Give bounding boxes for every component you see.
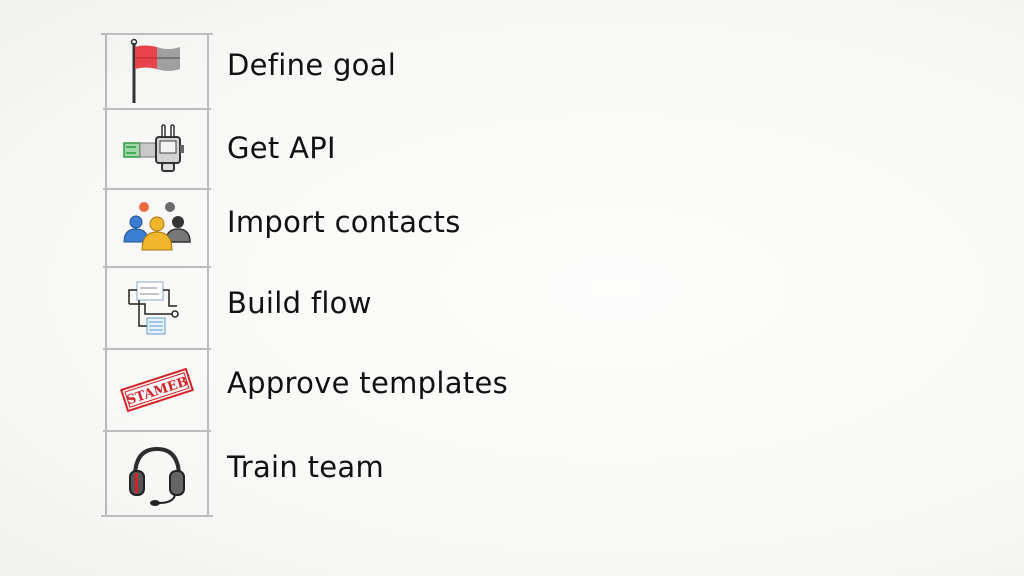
step-6-icon-cell — [107, 432, 207, 515]
stamp-icon: STAMEB — [120, 367, 194, 413]
step-1-icon-cell — [107, 35, 207, 109]
headset-icon — [129, 446, 185, 506]
people-group-icon — [123, 202, 191, 251]
step-5-icon-cell: STAMEB — [107, 350, 207, 430]
row-divider — [103, 348, 211, 350]
step-2-label: Get API — [227, 131, 336, 165]
step-2-icon-cell — [107, 110, 207, 188]
step-3-label: Import contacts — [227, 205, 461, 239]
row-divider — [103, 266, 211, 268]
step-3-icon-cell — [107, 190, 207, 266]
stamp-text: STAMEB — [125, 374, 190, 408]
flag-icon — [130, 38, 180, 103]
step-5-label: Approve templates — [227, 366, 509, 400]
step-1-label: Define goal — [227, 48, 397, 82]
row-divider — [103, 430, 211, 432]
step-4-label: Build flow — [227, 286, 372, 320]
steps-icon-column: STAMEB — [101, 33, 213, 517]
step-6-label: Train team — [227, 450, 385, 484]
flowchart-icon — [128, 281, 179, 335]
plug-icon — [123, 124, 184, 172]
row-divider — [103, 108, 211, 110]
step-4-icon-cell — [107, 268, 207, 348]
row-divider — [103, 188, 211, 190]
